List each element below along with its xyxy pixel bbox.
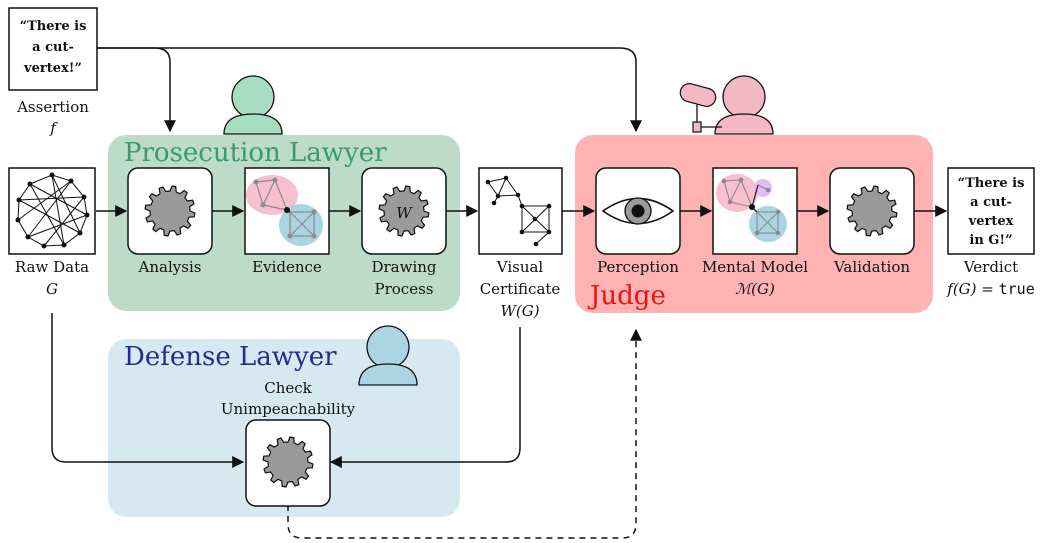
verdict-formula: f(G) = true <box>946 280 1034 298</box>
judge-person-icon <box>714 75 774 135</box>
validation-label: Validation <box>833 258 910 276</box>
assertion-label: Assertion <box>16 98 89 116</box>
certificate-label-1: Visual <box>496 258 544 276</box>
mental-model-symbol: ℳ(G) <box>735 280 775 298</box>
prosecution-person-icon <box>223 75 283 135</box>
analysis-node <box>127 167 213 255</box>
perception-node <box>595 167 681 255</box>
perception-label: Perception <box>597 258 679 276</box>
gear-shape <box>378 185 430 237</box>
judge-title: Judge <box>587 281 666 311</box>
mental-model-label: Mental Model <box>702 258 808 276</box>
check-label-1: Check <box>264 379 312 397</box>
defense-title: Defense Lawyer <box>124 342 337 372</box>
verdict-line-4: in G!” <box>969 233 1012 248</box>
drawing-label-1: Drawing <box>371 258 436 276</box>
raw-data-node <box>8 167 96 255</box>
check-node <box>245 419 331 507</box>
assertion-line-2: a cut- <box>32 40 74 55</box>
certificate-label-2: Certificate <box>480 280 561 298</box>
gear-shape <box>262 436 314 488</box>
validation-node <box>829 167 915 255</box>
mental-model-node <box>712 167 798 255</box>
raw-data-label: Raw Data <box>15 258 89 276</box>
certificate-node <box>478 167 563 255</box>
assertion-card: “There is a cut- vertex!” <box>8 7 98 91</box>
gavel-microphone-icon <box>679 83 722 133</box>
verdict-value: true <box>999 280 1035 298</box>
check-label-2: Unimpeachability <box>221 400 356 418</box>
verdict-card: “There is a cut- vertex in G!” <box>947 167 1035 255</box>
verdict-label: Verdict <box>963 258 1018 276</box>
certificate-symbol: W(G) <box>500 302 539 320</box>
assertion-symbol: f <box>49 119 58 137</box>
evidence-node <box>244 167 330 255</box>
verdict-line-3: vertex <box>968 214 1014 229</box>
assertion-line-1: “There is <box>20 19 87 34</box>
drawing-node: W <box>361 167 447 255</box>
verdict-line-2: a cut- <box>970 195 1012 210</box>
prosecution-title: Prosecution Lawyer <box>124 138 387 168</box>
drawing-gear-icon <box>378 185 430 237</box>
gear-shape <box>846 185 898 237</box>
assertion-line-3: vertex!” <box>23 61 82 76</box>
drawing-label-2: Process <box>375 280 434 298</box>
analysis-gear-icon <box>144 185 196 237</box>
eye-icon <box>601 197 675 225</box>
evidence-label: Evidence <box>252 258 322 276</box>
drawing-gear-letter: W <box>396 204 413 222</box>
analysis-label: Analysis <box>138 258 202 276</box>
check-gear-icon <box>262 436 314 488</box>
validation-gear-icon <box>846 185 898 237</box>
connectors <box>51 47 948 539</box>
verdict-formula-text: f(G) = <box>946 280 998 298</box>
gear-shape <box>144 185 196 237</box>
defense-person-icon <box>358 325 418 386</box>
verdict-line-1: “There is <box>958 176 1025 191</box>
dense-graph-icon <box>17 174 88 247</box>
raw-data-symbol: G <box>46 280 58 298</box>
